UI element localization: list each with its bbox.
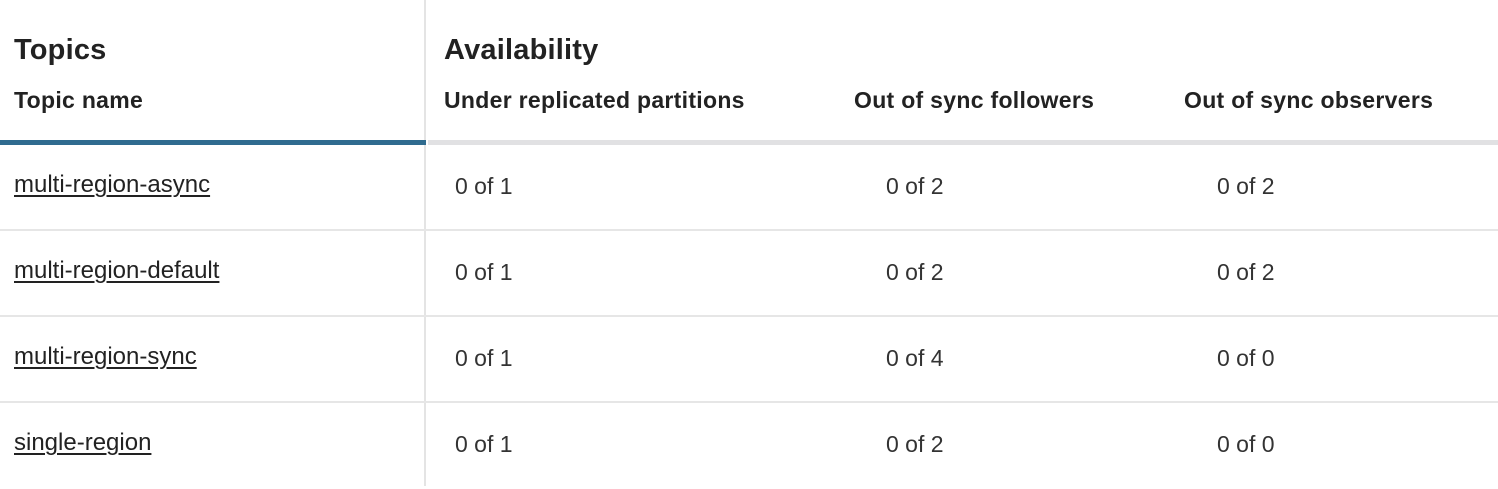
followers-value: 0 of 2 bbox=[886, 431, 944, 457]
under-replicated-column-header[interactable]: Under replicated partitions bbox=[444, 87, 745, 113]
topic-name-column-header[interactable]: Topic name bbox=[14, 87, 144, 113]
observers-value: 0 of 2 bbox=[1217, 259, 1275, 285]
observers-value: 0 of 2 bbox=[1217, 173, 1275, 199]
sorted-column-indicator bbox=[0, 140, 426, 145]
table-row: single-region 0 of 1 0 of 2 0 of 0 bbox=[0, 403, 1498, 489]
topic-link[interactable]: multi-region-default bbox=[14, 257, 220, 284]
followers-value: 0 of 2 bbox=[886, 259, 944, 285]
under-replicated-value: 0 of 1 bbox=[455, 259, 513, 285]
observers-value: 0 of 0 bbox=[1217, 431, 1275, 457]
header-divider bbox=[428, 140, 1498, 145]
followers-value: 0 of 4 bbox=[886, 345, 944, 371]
under-replicated-value: 0 of 1 bbox=[455, 173, 513, 199]
out-of-sync-observers-column-header[interactable]: Out of sync observers bbox=[1184, 87, 1434, 113]
availability-group-title: Availability bbox=[444, 34, 599, 66]
topics-column-pane bbox=[0, 0, 426, 486]
topics-group-title: Topics bbox=[14, 34, 107, 66]
table-row: multi-region-default 0 of 1 0 of 2 0 of … bbox=[0, 231, 1498, 317]
under-replicated-value: 0 of 1 bbox=[455, 345, 513, 371]
topic-link[interactable]: multi-region-async bbox=[14, 171, 211, 198]
under-replicated-value: 0 of 1 bbox=[455, 431, 513, 457]
table-row: multi-region-sync 0 of 1 0 of 4 0 of 0 bbox=[0, 317, 1498, 403]
topic-link[interactable]: multi-region-sync bbox=[14, 343, 197, 370]
followers-value: 0 of 2 bbox=[886, 173, 944, 199]
table-body: multi-region-async 0 of 1 0 of 2 0 of 2 … bbox=[0, 145, 1498, 486]
topic-link[interactable]: single-region bbox=[14, 429, 152, 456]
observers-value: 0 of 0 bbox=[1217, 345, 1275, 371]
table-row: multi-region-async 0 of 1 0 of 2 0 of 2 bbox=[0, 145, 1498, 231]
out-of-sync-followers-column-header[interactable]: Out of sync followers bbox=[854, 87, 1095, 113]
